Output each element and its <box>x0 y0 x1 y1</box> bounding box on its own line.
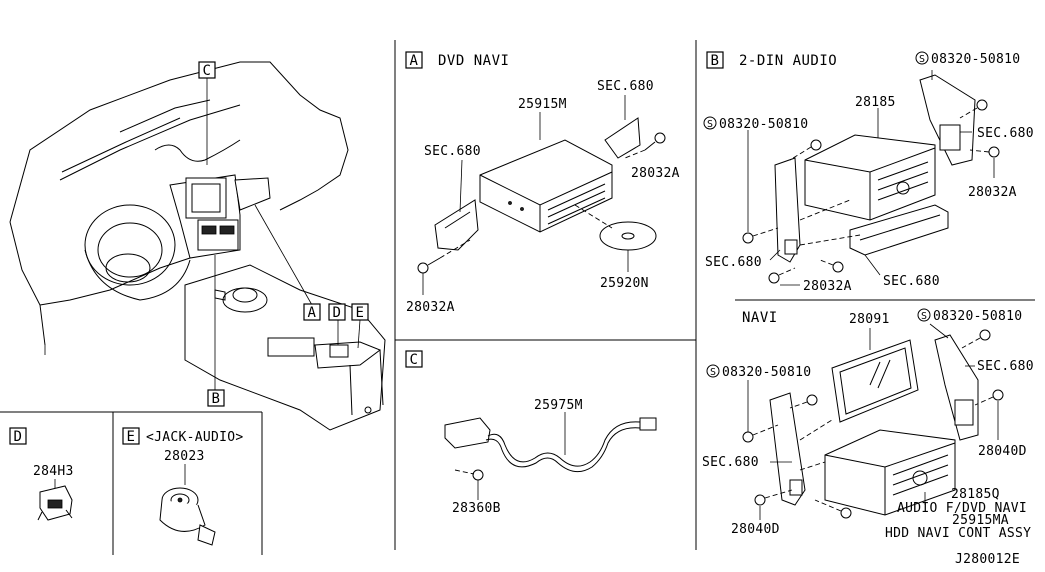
section-d-tag: D <box>14 429 23 445</box>
screw-icon <box>810 139 822 151</box>
label-b-screw-top: 08320-50810 <box>931 52 1020 67</box>
label-28185: 28185 <box>855 95 896 110</box>
jack-icon <box>159 487 216 546</box>
section-navi: NAVI <box>702 308 1034 541</box>
screw-icon <box>992 389 1004 401</box>
screw-icon <box>768 272 780 284</box>
label-navi-sec680-right: SEC.680 <box>977 359 1034 374</box>
screw-icon <box>417 257 441 274</box>
disc-icon <box>599 221 657 251</box>
svg-text:S: S <box>707 119 713 130</box>
section-2din-audio: B 2-DIN AUDIO <box>703 51 1034 294</box>
screw-icon <box>976 99 988 111</box>
label-navi-sec680-left: SEC.680 <box>702 455 759 470</box>
screw-icon <box>832 261 844 273</box>
label-navi-28040d-bottom: 28040D <box>731 522 780 537</box>
section-e: E <JACK-AUDIO> 28023 <box>122 427 244 546</box>
label-284h3: 284H3 <box>33 464 74 479</box>
label-b-28032a-bottom: 28032A <box>803 279 852 294</box>
callout-a-label: A <box>308 305 317 321</box>
callout-c-label: C <box>203 63 212 79</box>
section-dvd-navi: A DVD NAVI 25915M <box>405 51 680 315</box>
circled-s-icon: S <box>917 308 931 322</box>
label-sec680-top: SEC.680 <box>597 79 654 94</box>
circled-s-icon: S <box>706 364 720 378</box>
section-d: D 284H3 <box>9 427 74 521</box>
label-b-sec680-left: SEC.680 <box>705 255 762 270</box>
section-b-title: 2-DIN AUDIO <box>739 53 837 69</box>
section-harness: C 25975M 28360B <box>405 350 657 516</box>
label-25920n: 25920N <box>600 276 649 291</box>
label-navi-screw-top: 08320-50810 <box>933 309 1022 324</box>
label-b-sec680-right: SEC.680 <box>977 126 1034 141</box>
label-b-28032a-right: 28032A <box>968 185 1017 200</box>
label-navi-desc-1: AUDIO F/DVD NAVI <box>897 501 1027 516</box>
section-e-tag: E <box>127 429 136 445</box>
label-25915m: 25915M <box>518 97 567 112</box>
diagram-code: J280012E <box>955 552 1020 567</box>
label-sec680-left: SEC.680 <box>424 144 481 159</box>
screw-icon <box>644 132 666 151</box>
svg-text:S: S <box>919 54 925 65</box>
circled-s-icon: S <box>703 116 717 130</box>
callout-e: E <box>351 303 369 321</box>
callout-d: D <box>328 303 346 321</box>
screw-icon <box>742 431 754 443</box>
label-28032a-left: 28032A <box>406 300 455 315</box>
section-b-tag: B <box>711 53 720 69</box>
label-28023: 28023 <box>164 449 205 464</box>
screw-icon <box>988 146 1000 158</box>
label-b-screw-left: 08320-50810 <box>719 117 808 132</box>
callout-b: B <box>207 389 225 407</box>
label-navi-28040d-right: 28040D <box>978 444 1027 459</box>
callout-e-label: E <box>356 305 365 321</box>
callout-b-label: B <box>212 391 221 407</box>
label-25915ma: 25915MA <box>952 513 1009 528</box>
label-28032a-right: 28032A <box>631 166 680 181</box>
label-navi-desc-2: HDD NAVI CONT ASSY <box>885 526 1031 541</box>
screw-icon <box>754 494 766 506</box>
section-navi-title: NAVI <box>742 310 778 326</box>
label-28091: 28091 <box>849 312 890 327</box>
label-25975m: 25975M <box>534 398 583 413</box>
screw-icon <box>840 507 852 519</box>
screw-icon <box>742 232 754 244</box>
svg-text:S: S <box>921 311 927 322</box>
frame-lines <box>0 40 1035 555</box>
clip-icon <box>454 469 484 481</box>
section-c-tag: C <box>410 352 419 368</box>
dashboard-overview <box>9 61 386 431</box>
label-28185q: 28185Q <box>951 487 1000 502</box>
callout-a: A <box>303 303 321 321</box>
screw-icon <box>979 329 991 341</box>
callout-c: C <box>198 61 216 79</box>
label-navi-screw-left: 08320-50810 <box>722 365 811 380</box>
label-28360b: 28360B <box>452 501 501 516</box>
svg-text:S: S <box>710 367 716 378</box>
circled-s-icon: S <box>915 51 929 65</box>
section-a-title: DVD NAVI <box>438 53 509 69</box>
section-e-title: <JACK-AUDIO> <box>146 430 244 445</box>
section-a-tag: A <box>410 53 419 69</box>
label-b-sec680-bottom: SEC.680 <box>883 274 940 289</box>
callout-d-label: D <box>333 305 342 321</box>
screw-icon <box>806 394 818 406</box>
